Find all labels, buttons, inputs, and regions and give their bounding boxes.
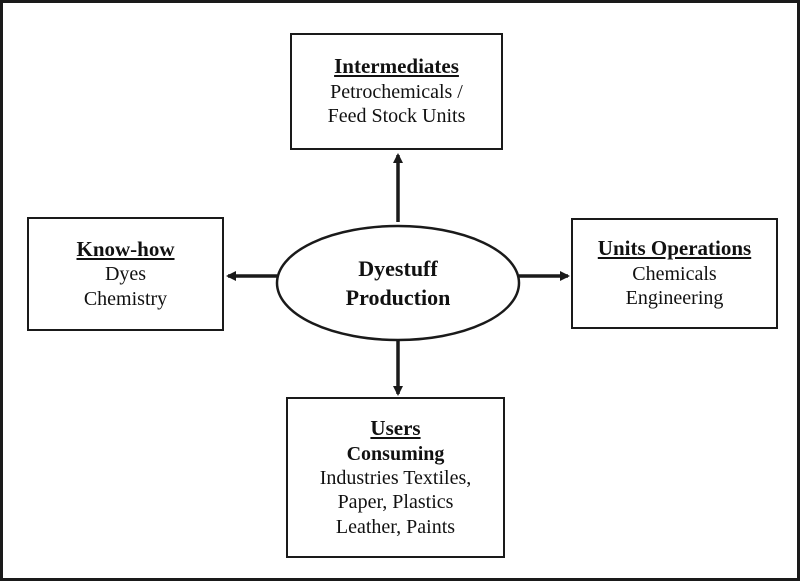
users-line-4: Leather, Paints: [335, 515, 456, 538]
units-operations-title: Units Operations: [597, 236, 752, 261]
units-operations-line-2: Engineering: [625, 287, 724, 310]
center-node-label: Dyestuff Production: [280, 234, 516, 334]
users-line-3: Paper, Plastics: [337, 491, 454, 514]
center-label-line-2: Production: [345, 285, 451, 310]
intermediates-line-2: Feed Stock Units: [327, 105, 466, 128]
center-label-line-1: Dyestuff: [358, 256, 438, 282]
users-box: Users Consuming Industries Textiles, Pap…: [286, 397, 505, 558]
units-operations-line-1: Chemicals: [632, 262, 717, 285]
units-operations-box: Units Operations Chemicals Engineering: [571, 218, 778, 329]
know-how-title: Know-how: [76, 236, 175, 261]
know-how-line-1: Dyes: [104, 263, 147, 286]
users-line-2: Industries Textiles,: [319, 466, 472, 489]
users-title: Users: [370, 415, 421, 440]
know-how-box: Know-how Dyes Chemistry: [27, 217, 224, 331]
intermediates-line-1: Petrochemicals /: [330, 80, 463, 103]
intermediates-title: Intermediates: [334, 54, 459, 79]
users-line-1: Consuming: [346, 442, 445, 465]
intermediates-box: Intermediates Petrochemicals / Feed Stoc…: [290, 33, 503, 150]
know-how-line-2: Chemistry: [83, 287, 168, 310]
